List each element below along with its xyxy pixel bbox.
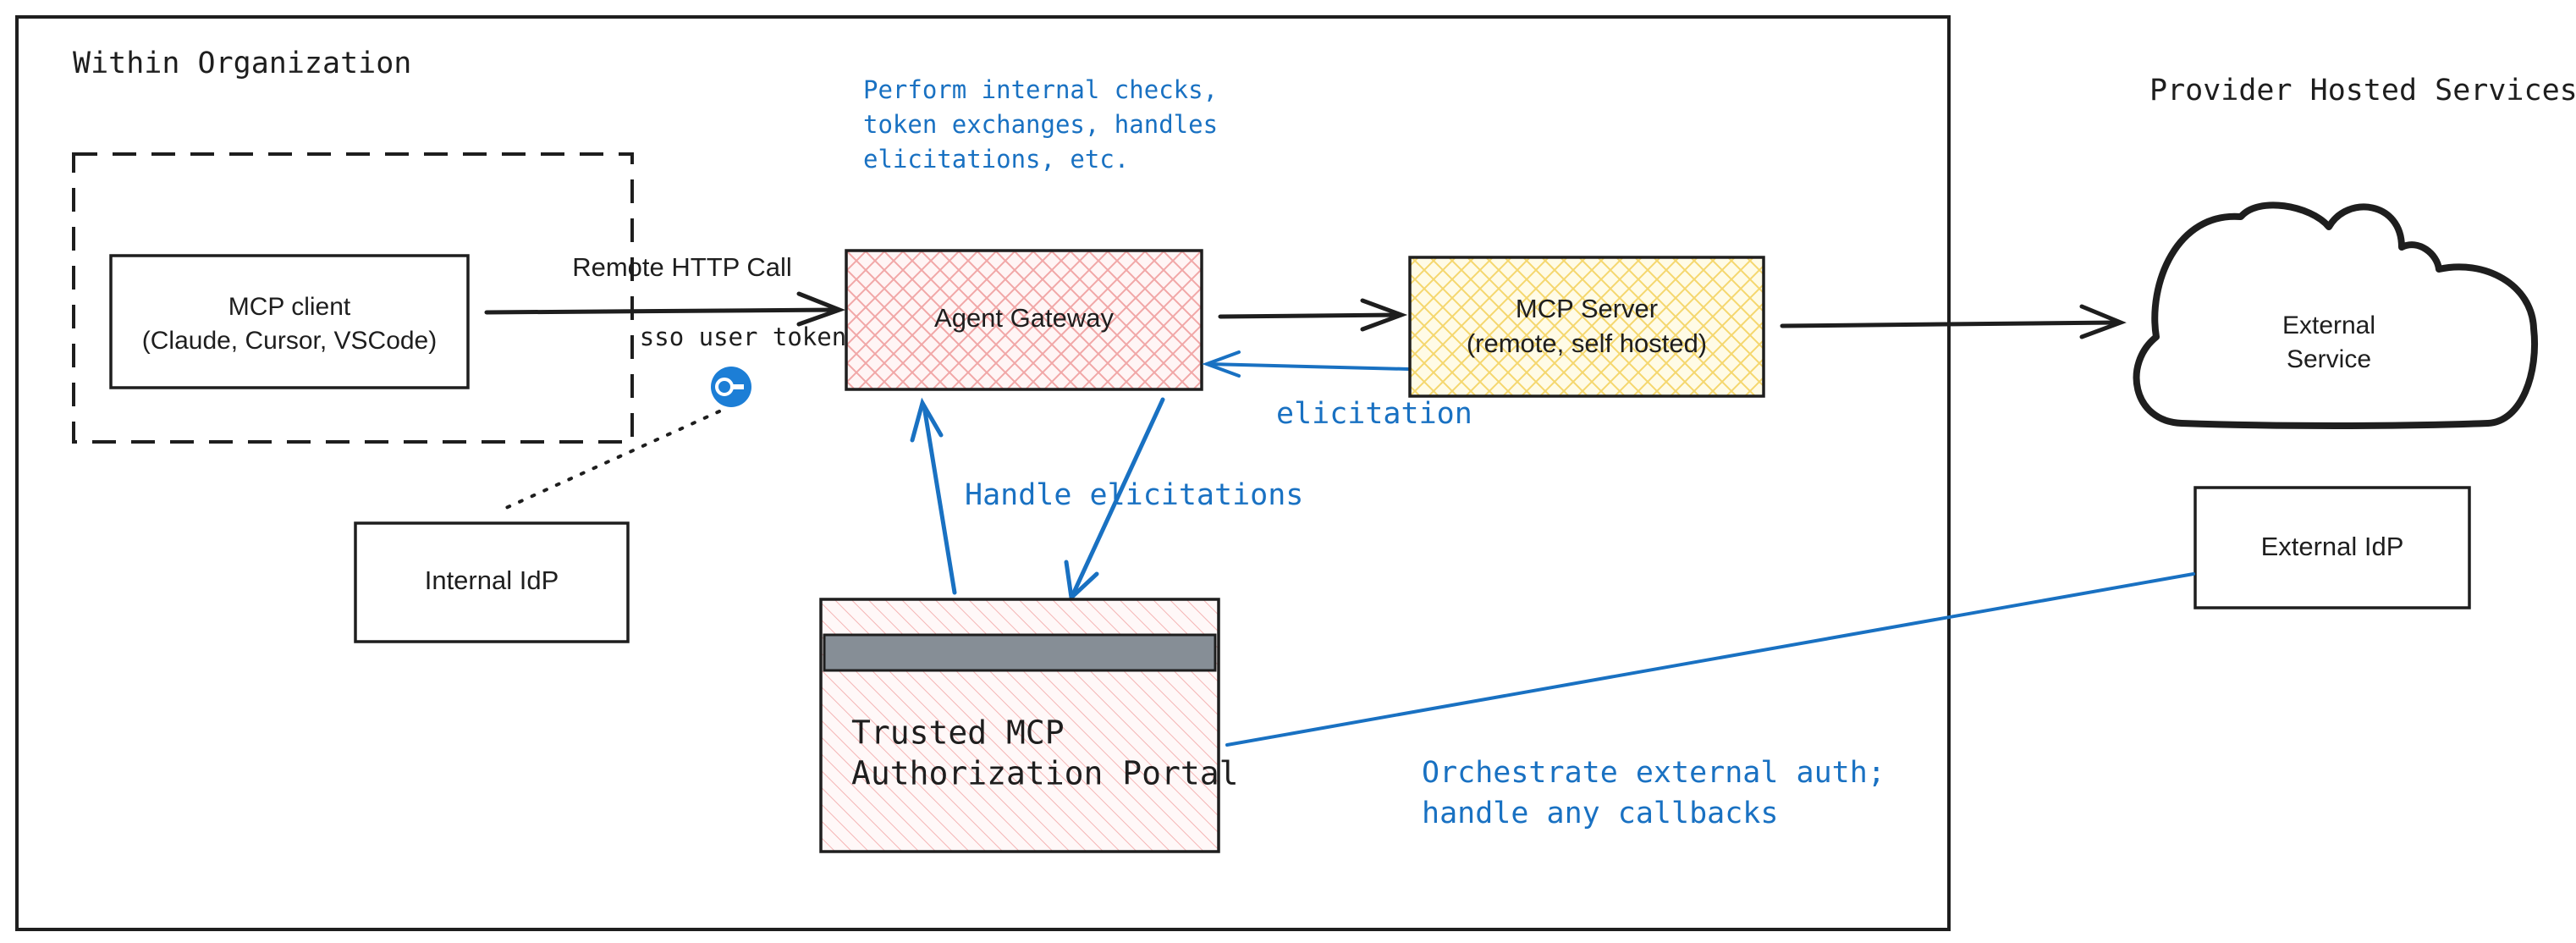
external-service-node: External Service <box>2133 201 2538 429</box>
mcp-client-title: MCP client <box>228 293 351 321</box>
portal-title-line-2: Authorization Portal <box>851 755 1239 792</box>
portal-note-line-2: handle any callbacks <box>1422 797 1778 830</box>
link-portal-to-external-idp <box>1225 572 2195 747</box>
agent-gateway-label: Agent Gateway <box>934 303 1114 333</box>
external-idp-node: External IdP <box>2193 486 2471 609</box>
mcp-client-subtitle: (Claude, Cursor, VSCode) <box>142 327 438 355</box>
arrow-server-elicitation <box>1202 350 1410 378</box>
external-service-title: External <box>2282 312 2375 339</box>
mcp-server-node: MCP Server (remote, self hosted) <box>1408 256 1765 398</box>
arrow-server-to-external-service <box>1780 304 2127 339</box>
mcp-client-node: MCP client (Claude, Cursor, VSCode) <box>109 254 470 389</box>
gateway-note-line-1: Perform internal checks, <box>863 75 1218 104</box>
portal-title-line-1: Trusted MCP <box>851 714 1065 752</box>
remote-http-call-label: Remote HTTP Call <box>572 252 792 282</box>
organization-label: Within Organization <box>73 47 411 80</box>
internal-idp-label: Internal IdP <box>425 565 559 595</box>
authorization-portal-node: Trusted MCP Authorization Portal <box>819 598 1239 853</box>
gateway-note-line-3: elicitations, etc. <box>863 145 1129 174</box>
external-idp-label: External IdP <box>2261 532 2404 561</box>
external-service-subtitle: Service <box>2287 345 2371 373</box>
elicitation-label: elicitation <box>1276 397 1472 431</box>
provider-label: Provider Hosted Services <box>2149 74 2576 108</box>
gateway-note-line-2: token exchanges, handles <box>863 110 1218 139</box>
internal-idp-node: Internal IdP <box>354 521 630 643</box>
key-token-icon <box>711 367 751 407</box>
arrow-gateway-to-server <box>1218 298 1408 332</box>
arrow-portal-to-gateway <box>910 397 957 595</box>
arrow-gateway-to-portal <box>1064 397 1165 603</box>
organization-boundary <box>15 15 1951 931</box>
agent-gateway-node: Agent Gateway <box>845 249 1203 391</box>
arrow-client-to-gateway <box>484 291 846 327</box>
mcp-server-title: MCP Server <box>1516 294 1658 323</box>
cloud-shape <box>2133 201 2538 429</box>
portal-title-bar <box>823 633 1217 672</box>
mcp-server-subtitle: (remote, self hosted) <box>1467 328 1707 358</box>
client-group-boundary <box>72 152 634 444</box>
handle-elicitations-label: Handle elicitations <box>965 478 1303 512</box>
dotted-link-idp-to-token <box>504 410 721 510</box>
sso-user-token-label: sso user token <box>640 323 846 351</box>
portal-note-line-1: Orchestrate external auth; <box>1422 756 1885 790</box>
